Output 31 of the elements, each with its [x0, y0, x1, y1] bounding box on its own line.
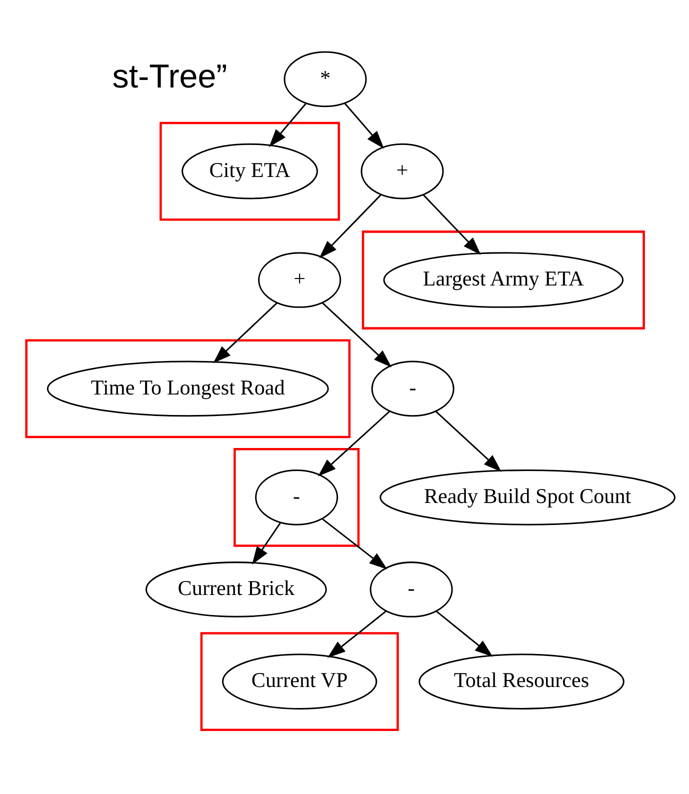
cluster	[160, 122, 340, 221]
cluster	[362, 230, 645, 330]
label: st-Tree”	[112, 58, 228, 96]
cluster	[25, 339, 351, 438]
cluster	[234, 448, 360, 547]
node-ellipse: Time To Longest Road	[46, 360, 329, 417]
cluster	[200, 632, 399, 732]
arrow	[436, 610, 493, 657]
arrow	[319, 194, 382, 258]
arrow	[436, 411, 502, 472]
node-ellipse: +	[258, 252, 342, 308]
node-ellipse: *	[284, 51, 367, 108]
node-ellipse: City ETA	[182, 143, 318, 200]
arrow	[422, 194, 481, 255]
node-ellipse: -	[371, 360, 454, 417]
arrow	[322, 302, 392, 368]
arrow	[213, 302, 278, 364]
node-ellipse: Ready Build Spot Count	[380, 469, 676, 526]
node-ellipse: -	[255, 469, 338, 526]
node-ellipse: Largest Army ETA	[383, 252, 624, 308]
arrow	[344, 102, 384, 149]
node-ellipse: +	[360, 143, 444, 200]
arrow	[327, 610, 386, 658]
node-ellipse: Current VP	[222, 654, 378, 710]
arrow	[318, 411, 390, 476]
node-ellipse: -	[370, 562, 453, 618]
arrow	[322, 518, 388, 570]
node-ellipse: Total Resources	[418, 654, 624, 710]
node-ellipse: Current Brick	[145, 562, 327, 618]
arrow	[252, 522, 282, 565]
arrow	[269, 103, 306, 148]
